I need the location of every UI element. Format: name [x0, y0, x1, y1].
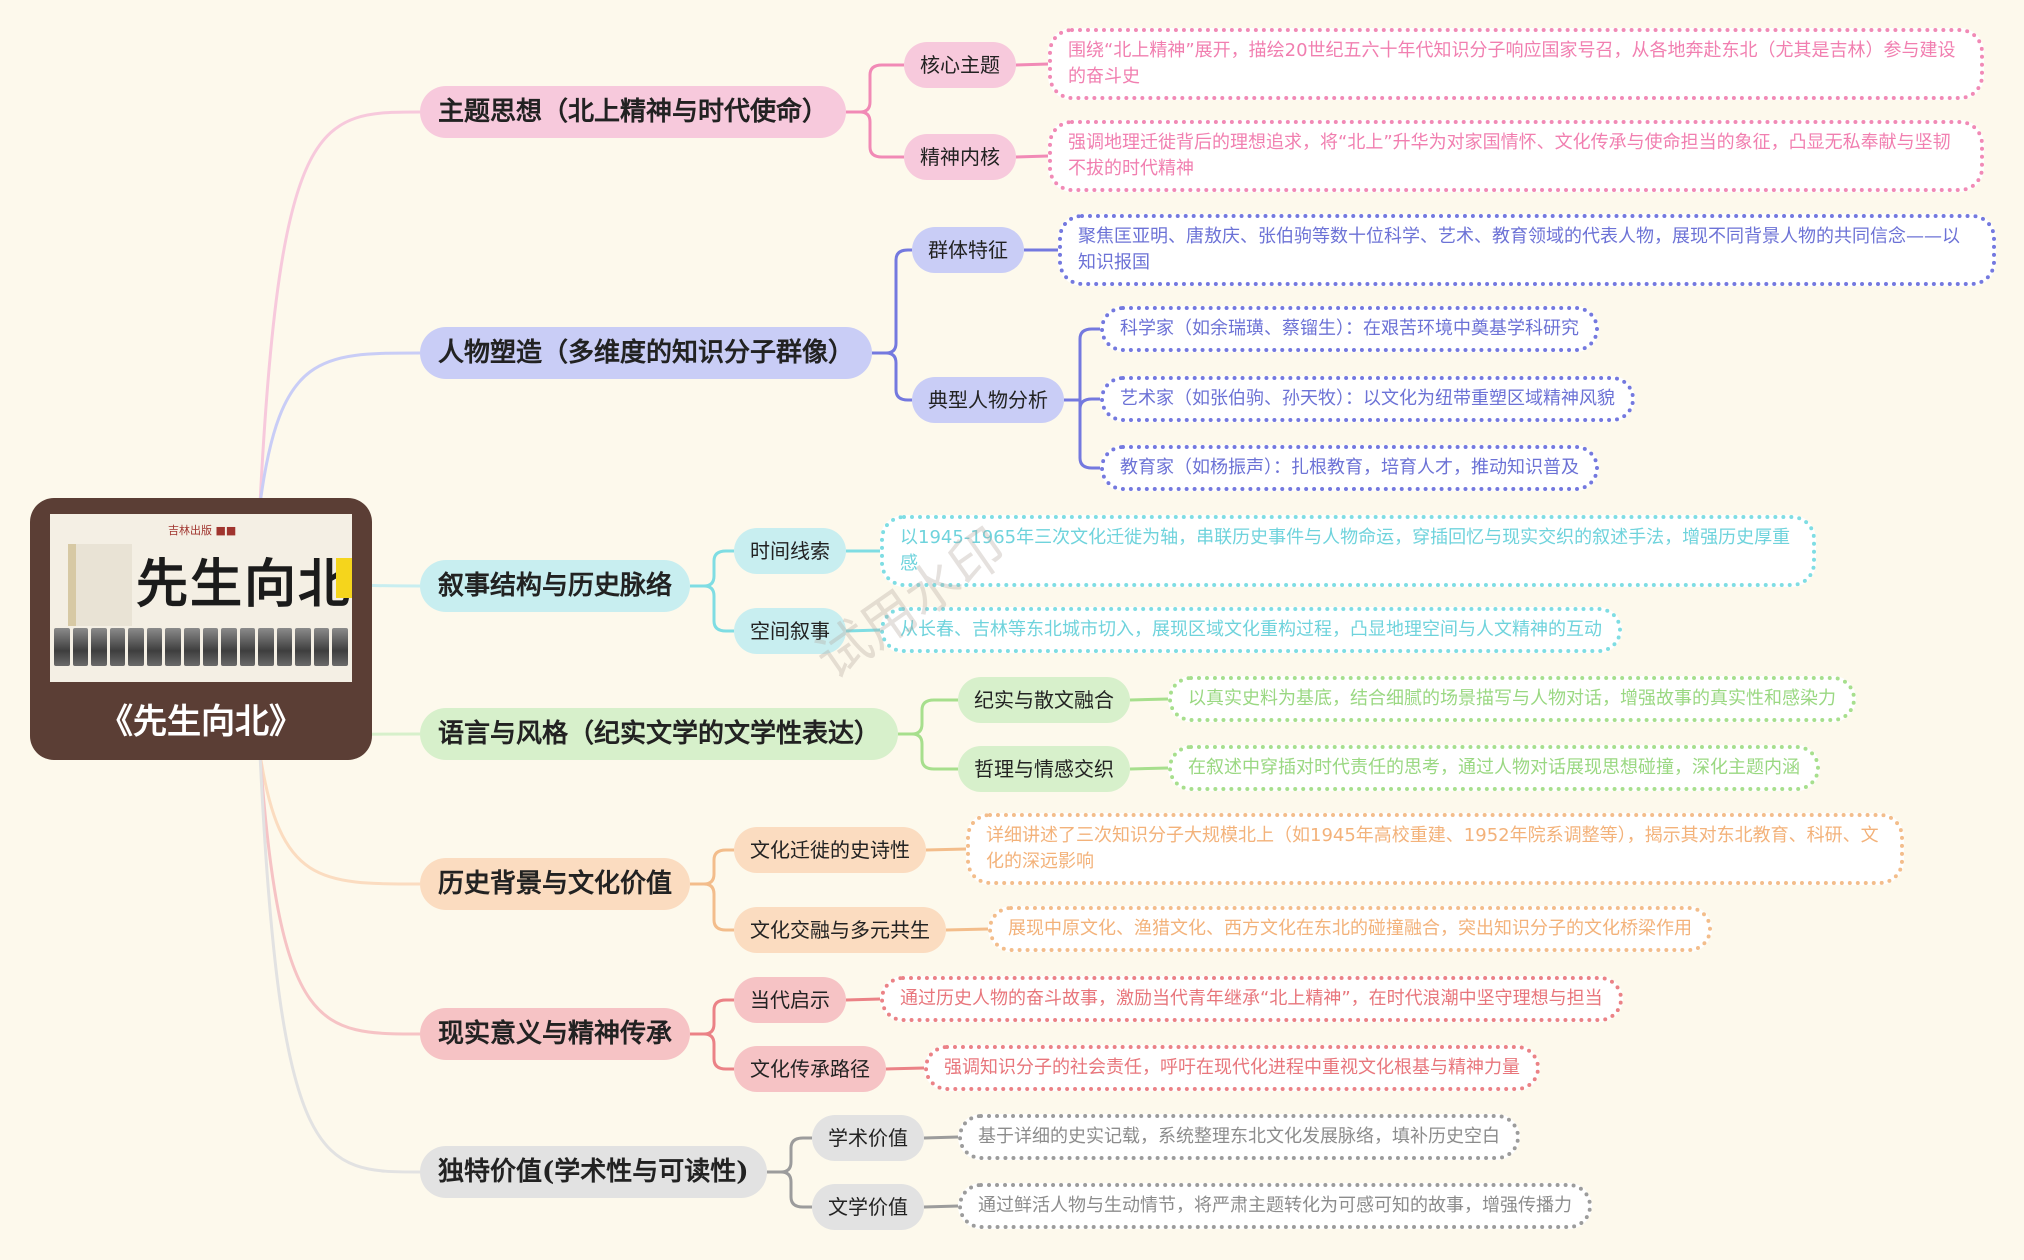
- branch-characters[interactable]: 人物塑造（多维度的知识分子群像）: [420, 327, 873, 379]
- connector: [872, 248, 912, 355]
- connector: [1129, 697, 1169, 702]
- connector: [767, 1136, 812, 1174]
- connector: [1064, 398, 1100, 470]
- book-cover-image: 吉林出版 ■■ 先生向北: [50, 514, 352, 682]
- connector: [872, 351, 912, 402]
- sub-philosophy-emotion[interactable]: 哲理与情感交织: [958, 746, 1130, 792]
- branch-narrative[interactable]: 叙事结构与历史脉络: [420, 560, 691, 612]
- leaf-scientists: 科学家（如余瑞璜、蔡镏生）：在艰苦环境中奠基学科研究: [1100, 306, 1599, 352]
- sub-inheritance-path[interactable]: 文化传承路径: [734, 1046, 886, 1092]
- branch-unique-value[interactable]: 独特价值(学术性与可读性): [420, 1146, 767, 1198]
- sub-typical-figures[interactable]: 典型人物分析: [912, 377, 1064, 423]
- connector: [258, 753, 421, 886]
- leaf-cultural-fusion: 展现中原文化、渔猎文化、西方文化在东北的碰撞融合，突出知识分子的文化桥梁作用: [988, 906, 1712, 952]
- connector: [1129, 766, 1169, 771]
- connector: [258, 753, 421, 1036]
- leaf-migration-epic: 详细讲述了三次知识分子大规模北上（如1945年高校重建、1952年院系调整等），…: [966, 813, 1904, 885]
- connector: [690, 848, 734, 886]
- sub-cultural-fusion[interactable]: 文化交融与多元共生: [734, 907, 946, 953]
- connector: [923, 1204, 959, 1209]
- sub-timeline[interactable]: 时间线索: [734, 528, 846, 574]
- leaf-spirit-core: 强调地理迁徙背后的理想追求，将“北上”升华为对家国情怀、文化传承与使命担当的象征…: [1048, 120, 1984, 192]
- connector: [258, 110, 421, 505]
- connector: [1015, 62, 1049, 67]
- sub-contemporary-insight[interactable]: 当代启示: [734, 977, 846, 1023]
- sub-spatial-narrative[interactable]: 空间叙事: [734, 608, 846, 654]
- book-spine: [68, 544, 132, 626]
- leaf-literary-value: 通过鲜活人物与生动情节，将严肃主题转化为可感可知的故事，增强传播力: [958, 1183, 1592, 1229]
- leaf-contemporary-insight: 通过历史人物的奋斗故事，激励当代青年继承“北上精神”，在时代浪潮中坚守理想与担当: [880, 976, 1623, 1022]
- connector: [945, 927, 989, 932]
- leaf-philosophy-emotion: 在叙述中穿插对时代责任的思考，通过人物对话展现思想碰撞，深化主题内涵: [1168, 745, 1820, 791]
- sub-group-traits[interactable]: 群体特征: [912, 227, 1024, 273]
- connector: [258, 351, 421, 505]
- cover-title: 先生向北: [136, 554, 352, 615]
- connector: [690, 584, 734, 633]
- connector: [690, 549, 734, 588]
- connector: [885, 1066, 925, 1071]
- connector: [898, 698, 958, 736]
- sub-spirit-core[interactable]: 精神内核: [904, 134, 1016, 180]
- leaf-group-traits: 聚焦匡亚明、唐敖庆、张伯驹等数十位科学、艺术、教育领域的代表人物，展现不同背景人…: [1058, 214, 1996, 286]
- leaf-core-theme: 围绕“北上精神”展开，描绘20世纪五六十年代知识分子响应国家号召，从各地奔赴东北…: [1048, 28, 1984, 100]
- leaf-timeline: 以1945-1965年三次文化迁徙为轴，串联历史事件与人物命运，穿插回忆与现实交…: [880, 515, 1816, 587]
- connector: [846, 63, 904, 114]
- leaf-artists: 艺术家（如张伯驹、孙天牧）：以文化为纽带重塑区域精神风貌: [1100, 376, 1635, 422]
- portrait-strip: [54, 628, 348, 666]
- sub-core-theme[interactable]: 核心主题: [904, 42, 1016, 88]
- cover-yellow-bar: [336, 558, 352, 598]
- publisher-logo: 吉林出版 ■■: [168, 524, 237, 537]
- leaf-inheritance-path: 强调知识分子的社会责任，呼吁在现代化进程中重视文化根基与精神力量: [924, 1045, 1540, 1091]
- connector: [258, 753, 421, 1174]
- leaf-academic-value: 基于详细的史实记载，系统整理东北文化发展脉络，填补历史空白: [958, 1114, 1520, 1160]
- sub-documentary-prose[interactable]: 纪实与散文融合: [958, 677, 1130, 723]
- branch-history-culture[interactable]: 历史背景与文化价值: [420, 858, 691, 910]
- connector: [767, 1170, 812, 1209]
- leaf-educators: 教育家（如杨振声）：扎根教育，培育人才，推动知识普及: [1100, 445, 1599, 491]
- branch-language-style[interactable]: 语言与风格（纪实文学的文学性表达）: [420, 708, 899, 760]
- branch-theme[interactable]: 主题思想（北上精神与时代使命）: [420, 86, 847, 138]
- connector: [1064, 327, 1100, 402]
- connector: [898, 732, 958, 771]
- connector: [923, 1135, 959, 1140]
- connector: [925, 847, 967, 852]
- root-title: 《先生向北》: [99, 702, 303, 742]
- connector: [690, 882, 734, 932]
- sub-migration-epic[interactable]: 文化迁徙的史诗性: [734, 827, 926, 873]
- leaf-documentary-prose: 以真实史料为基底，结合细腻的场景描写与人物对话，增强故事的真实性和感染力: [1168, 676, 1856, 722]
- branch-realistic-significance[interactable]: 现实意义与精神传承: [420, 1008, 691, 1060]
- connector: [690, 998, 734, 1036]
- sub-academic-value[interactable]: 学术价值: [812, 1115, 924, 1161]
- connector: [846, 110, 904, 159]
- connector: [1015, 154, 1049, 159]
- leaf-spatial-narrative: 从长春、吉林等东北城市切入，展现区域文化重构过程，凸显地理空间与人文精神的互动: [880, 607, 1622, 653]
- connector: [690, 1032, 734, 1071]
- sub-literary-value[interactable]: 文学价值: [812, 1184, 924, 1230]
- connector: [845, 997, 881, 1002]
- root-node[interactable]: 吉林出版 ■■ 先生向北 《先生向北》: [30, 498, 372, 760]
- connector: [845, 628, 881, 633]
